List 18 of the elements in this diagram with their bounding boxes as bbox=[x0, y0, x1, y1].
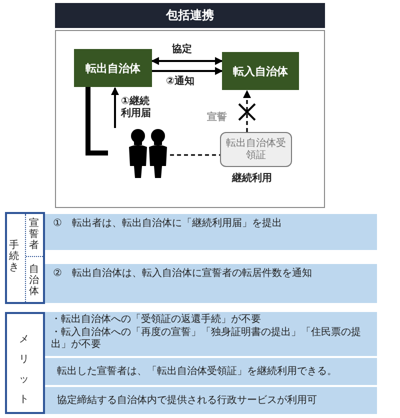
table-row: ② 転出自治体は、転入自治体に宣誓者の転居件数を通知 bbox=[45, 264, 377, 303]
side-header: 手続き bbox=[9, 240, 19, 273]
arrow bbox=[111, 87, 119, 128]
municipality-box: 転入自治体 bbox=[222, 52, 299, 90]
table-row: 協定締結する自治体内で提供される行政サービスが利用可 bbox=[45, 387, 377, 414]
municipality-box: 転出自治体 bbox=[74, 49, 152, 87]
arrow bbox=[151, 57, 223, 65]
table-row: ① 転出者は、転出自治体に「継続利用届」を提出 bbox=[45, 214, 377, 250]
side-header: メリット bbox=[19, 333, 29, 407]
title-bar: 包括連携 bbox=[55, 3, 325, 28]
dashed-arrow bbox=[243, 90, 251, 132]
table-row: 転出した宣誓者は、「転出自治体受領証」を継続利用できる。 bbox=[45, 358, 377, 385]
side-header: 自治体 bbox=[29, 264, 39, 297]
certificate-box: 転出自治体受領証 bbox=[220, 132, 292, 167]
node-label: 継続利用 bbox=[232, 172, 272, 185]
arrow bbox=[152, 67, 223, 75]
side-header: 宣誓者 bbox=[29, 218, 39, 251]
table-row: ・転出自治体への「受領証の返還手続」が不要 ・転入自治体への「再度の宣誓」「独身証明書の提出」「住民票の提出」が不要 bbox=[45, 312, 377, 356]
